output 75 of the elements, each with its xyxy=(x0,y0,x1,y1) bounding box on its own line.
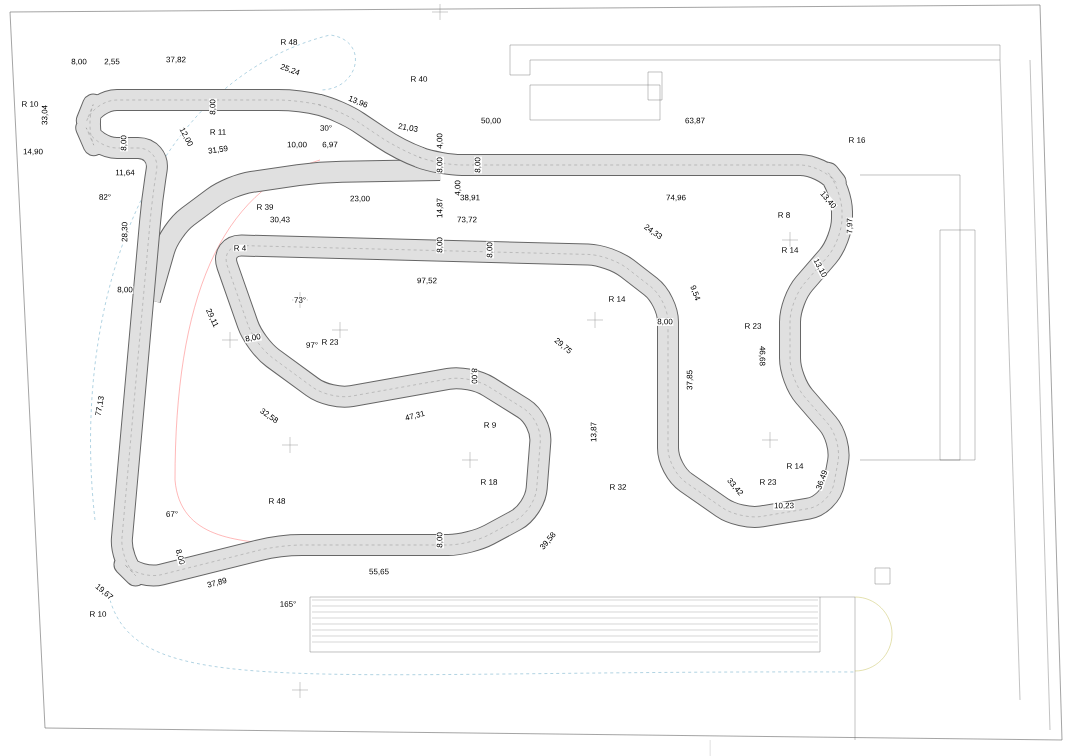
dimension-label: 4,00 xyxy=(436,132,444,150)
dimension-label: R 18 xyxy=(479,478,499,486)
dimension-label: 8,00 xyxy=(120,134,128,152)
dimension-label: 55,65 xyxy=(368,568,390,576)
dimension-label: 8,00 xyxy=(209,98,217,116)
dimension-label: 9,54 xyxy=(688,283,702,303)
dimension-label: R 10 xyxy=(88,610,108,618)
dimension-label: 13,87 xyxy=(590,421,598,443)
dimension-label: R 14 xyxy=(780,246,800,254)
dimension-label: 31,59 xyxy=(206,144,230,156)
dimension-label: 10,23 xyxy=(773,502,795,510)
dimension-label: R 9 xyxy=(483,421,497,429)
dimension-label: 8,00 xyxy=(486,241,494,259)
dimension-label: 13,10 xyxy=(811,256,829,280)
dimension-label: 8,00 xyxy=(436,236,444,254)
dimension-label: 97° xyxy=(305,341,319,349)
dimension-label: 6,97 xyxy=(321,141,339,149)
dimension-label: 25,24 xyxy=(278,62,302,78)
dimension-label: 14,90 xyxy=(22,148,44,156)
dimension-label: 67° xyxy=(165,510,179,518)
dimension-label: 37,82 xyxy=(165,56,187,64)
dimension-label: R 23 xyxy=(743,322,763,330)
dimension-label: 21,03 xyxy=(396,122,420,134)
dimension-label: 12,00 xyxy=(177,125,195,149)
dimension-label: R 23 xyxy=(320,338,340,346)
dimension-label: R 48 xyxy=(267,497,287,505)
dimension-label: R 23 xyxy=(758,478,778,486)
dimension-label: 37,85 xyxy=(686,369,694,391)
dimension-label: R 14 xyxy=(607,295,627,303)
dimension-label: 8,00 xyxy=(656,318,674,326)
dimension-label: R 4 xyxy=(233,244,247,252)
dimension-label: 82° xyxy=(98,193,112,201)
dimension-label: 8,00 xyxy=(244,332,262,344)
dimension-label: R 32 xyxy=(608,483,628,491)
dimension-label: 74,96 xyxy=(665,194,687,202)
dimension-label: 7,97 xyxy=(846,217,854,235)
dimension-label: 46,68 xyxy=(758,345,766,367)
dimension-label: 4,00 xyxy=(454,179,462,197)
dimension-label: 33,04 xyxy=(41,104,49,126)
dimension-label: 37,89 xyxy=(205,576,229,590)
dimension-label: 97,52 xyxy=(416,277,438,285)
dimension-label: 8,00 xyxy=(116,286,134,294)
dimension-label: 63,87 xyxy=(684,117,706,125)
dimension-label: 8,00 xyxy=(70,58,88,66)
dimension-label: 14,87 xyxy=(436,197,444,219)
dimension-label: 8,00 xyxy=(470,367,478,385)
dimension-label: 29,11 xyxy=(204,307,220,329)
dimension-label: 8,00 xyxy=(436,156,444,174)
dimension-label: R 39 xyxy=(255,203,275,211)
dimension-label: 165° xyxy=(279,600,297,608)
dimension-label: 73° xyxy=(293,296,307,304)
dimension-label: R 48 xyxy=(279,38,299,46)
dimension-label: R 8 xyxy=(777,211,791,219)
dimension-label: 77,13 xyxy=(94,394,106,418)
dimension-label: R 16 xyxy=(847,136,867,144)
dimension-label: 47,31 xyxy=(403,409,427,423)
dimension-label: R 40 xyxy=(409,75,429,83)
dimension-label: R 14 xyxy=(785,462,805,470)
dimension-label: 13,96 xyxy=(346,94,370,110)
dimension-label: 11,64 xyxy=(114,169,136,177)
dimension-label: 8,00 xyxy=(474,156,482,174)
dimension-label: 10,00 xyxy=(286,141,308,149)
dimension-label: 30,43 xyxy=(269,216,291,224)
dimension-label: 8,00 xyxy=(174,547,186,567)
dimension-label: 30° xyxy=(319,124,333,132)
dimension-label: 38,91 xyxy=(459,194,481,202)
dimension-label: R 11 xyxy=(209,128,227,136)
dimension-label: 2,55 xyxy=(103,58,121,66)
dimension-label: 73,72 xyxy=(456,216,478,224)
dimension-label: 28,30 xyxy=(121,221,129,243)
dimension-label: 36,49 xyxy=(814,468,830,492)
dimension-label: 8,00 xyxy=(436,531,444,549)
dimension-label: R 10 xyxy=(20,100,40,108)
dimension-label: 50,00 xyxy=(480,117,502,125)
dimension-label: 23,00 xyxy=(349,195,371,203)
